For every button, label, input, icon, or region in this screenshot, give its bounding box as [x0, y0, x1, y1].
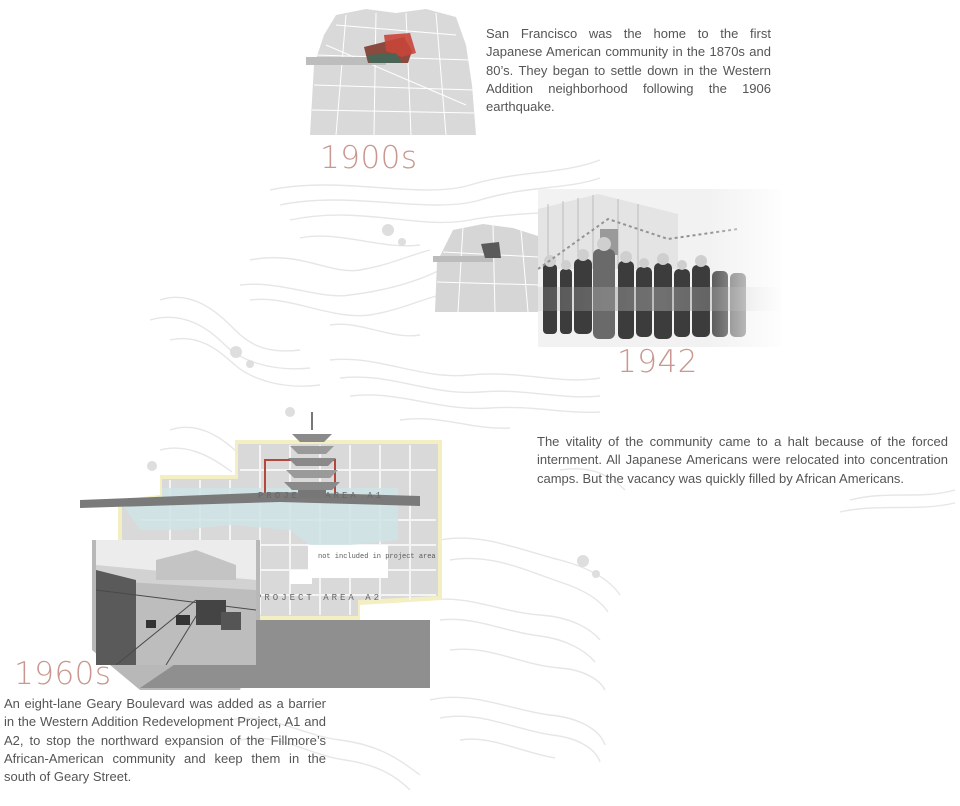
not-included-label: not included in project area	[318, 553, 436, 561]
era-heading-1960s: 1960s	[14, 656, 112, 692]
internment-photo-1942	[538, 189, 781, 347]
era-heading-1942: 1942	[617, 344, 698, 380]
san-francisco-map-1900s	[306, 9, 476, 136]
project-area-a2-label: PROJECT AREA A2	[256, 593, 382, 603]
era-heading-1900s: 1900s	[320, 140, 418, 176]
caption-1900s: San Francisco was the home to the first …	[486, 26, 771, 115]
caption-1942: The vitality of the community came to a …	[537, 434, 948, 486]
caption-1960s: An eight-lane Geary Boulevard was added …	[4, 696, 326, 785]
san-francisco-map-1942	[433, 224, 543, 313]
peace-pagoda-icon	[284, 412, 340, 498]
geary-boulevard-photo-1960s	[96, 540, 256, 665]
